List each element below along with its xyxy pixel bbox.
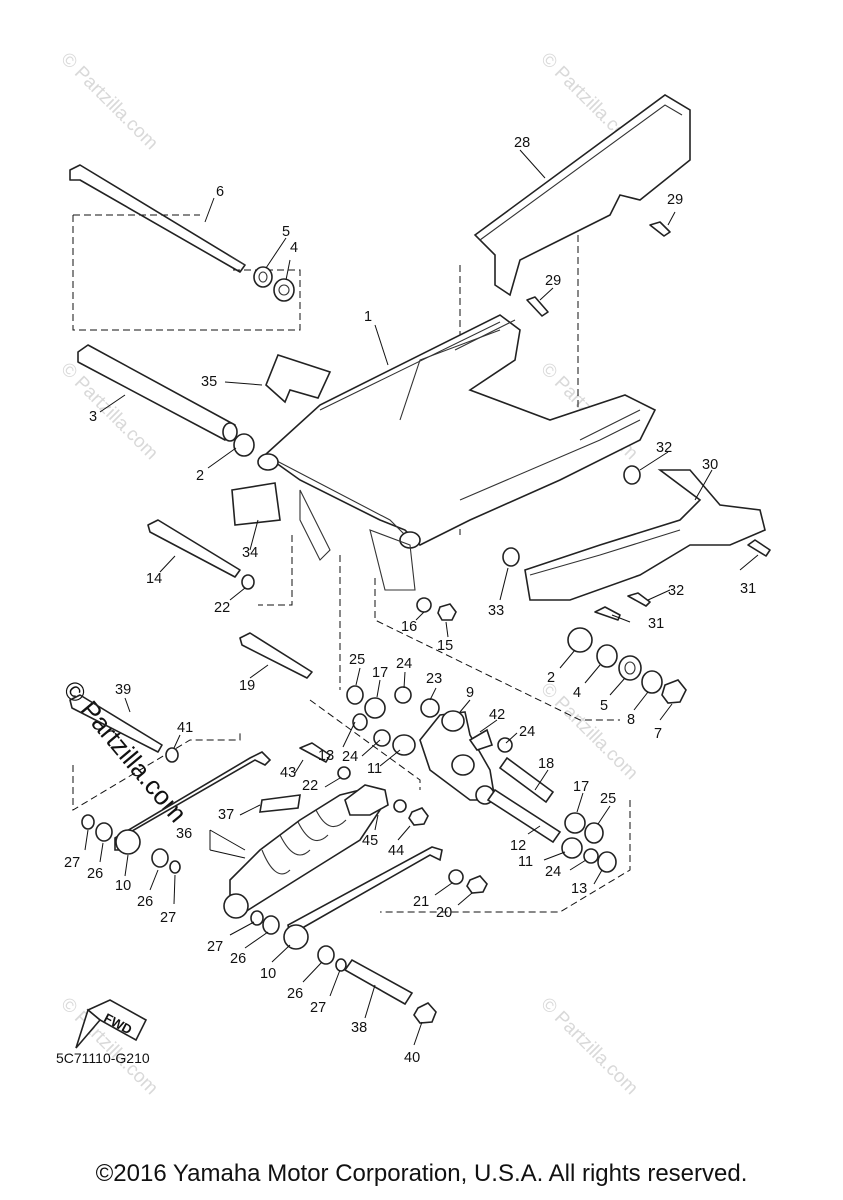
callout-19: 19 [239,678,255,694]
callout-24: 24 [545,864,561,880]
callout-4: 4 [290,240,298,256]
leader-lines [84,149,759,1046]
bolt [239,632,313,679]
callout-45: 45 [362,833,378,849]
callout-27: 27 [310,1000,326,1016]
callout-13: 13 [571,881,587,897]
callout-35: 35 [201,374,217,390]
callout-44: 44 [388,843,404,859]
callout-38: 38 [351,1020,367,1036]
callout-28: 28 [514,135,530,151]
callout-39: 39 [115,682,131,698]
callout-24: 24 [342,749,358,765]
collar [343,958,437,1024]
connecting-rod [114,751,443,950]
copyright-notice: ©2016 Yamaha Motor Corporation, U.S.A. A… [95,1160,748,1187]
chain-guard [473,94,691,297]
bushings [81,742,488,972]
callout-5: 5 [600,698,608,714]
callout-26: 26 [230,951,246,967]
right-pivot-stack [416,221,771,704]
chain-protector [524,469,766,601]
watermark: © Partzilla.com [56,49,161,154]
callout-26: 26 [137,894,153,910]
bolt [147,519,255,590]
callout-30: 30 [702,457,718,473]
bolt [69,694,179,763]
callout-24: 24 [396,656,412,672]
callout-labels: 1 2 2 3 4 4 5 5 6 7 8 9 10 10 11 11 12 1… [64,135,756,1066]
rear-shock [223,784,389,919]
pivot-washers [231,266,332,526]
callout-31: 31 [740,581,756,597]
callout-23: 23 [426,671,442,687]
callout-15: 15 [437,638,453,654]
callout-32: 32 [668,583,684,599]
callout-22: 22 [214,600,230,616]
callout-5: 5 [282,224,290,240]
relay-arm [346,685,513,805]
callout-41: 41 [177,720,193,736]
callout-22: 22 [302,778,318,794]
callout-12: 12 [510,838,526,854]
callout-1: 1 [364,309,372,325]
swingarm [257,314,657,591]
callout-3: 3 [89,409,97,425]
callout-25: 25 [600,791,616,807]
callout-33: 33 [488,603,504,619]
callout-13: 13 [318,748,334,764]
callout-7: 7 [654,726,662,742]
callout-14: 14 [146,571,162,587]
callout-16: 16 [401,619,417,635]
callout-31: 31 [648,616,664,632]
callout-29: 29 [545,273,561,289]
callout-20: 20 [436,905,452,921]
callout-27: 27 [64,855,80,871]
pivot-shaft [69,164,246,273]
diagram-code: 5C71110-G210 [56,1050,150,1066]
callout-27: 27 [160,910,176,926]
callout-10: 10 [260,966,276,982]
callout-27: 27 [207,939,223,955]
callout-11: 11 [367,761,382,777]
callout-9: 9 [466,685,474,701]
callout-34: 34 [242,545,258,561]
callout-25: 25 [349,652,365,668]
callout-24: 24 [519,724,535,740]
collar [77,344,238,442]
watermark: © Partzilla.com [536,994,641,1099]
callout-10: 10 [115,878,131,894]
callout-2: 2 [547,670,555,686]
callout-18: 18 [538,756,554,772]
collars [486,756,617,873]
callout-37: 37 [218,807,234,823]
callout-17: 17 [573,779,589,795]
callout-21: 21 [413,894,429,910]
callout-8: 8 [627,712,635,728]
callout-11: 11 [518,854,533,870]
callout-26: 26 [287,986,303,1002]
callout-32: 32 [656,440,672,456]
callout-2: 2 [196,468,204,484]
callout-36: 36 [176,826,192,842]
callout-29: 29 [667,192,683,208]
callout-26: 26 [87,866,103,882]
callout-43: 43 [280,765,296,781]
callout-6: 6 [216,184,224,200]
fwd-arrow-icon: FWD [75,999,148,1049]
callout-17: 17 [372,665,388,681]
watermark: © Partzilla.com [56,359,161,464]
callout-4: 4 [573,685,581,701]
callout-42: 42 [489,707,505,723]
callout-40: 40 [404,1050,420,1066]
